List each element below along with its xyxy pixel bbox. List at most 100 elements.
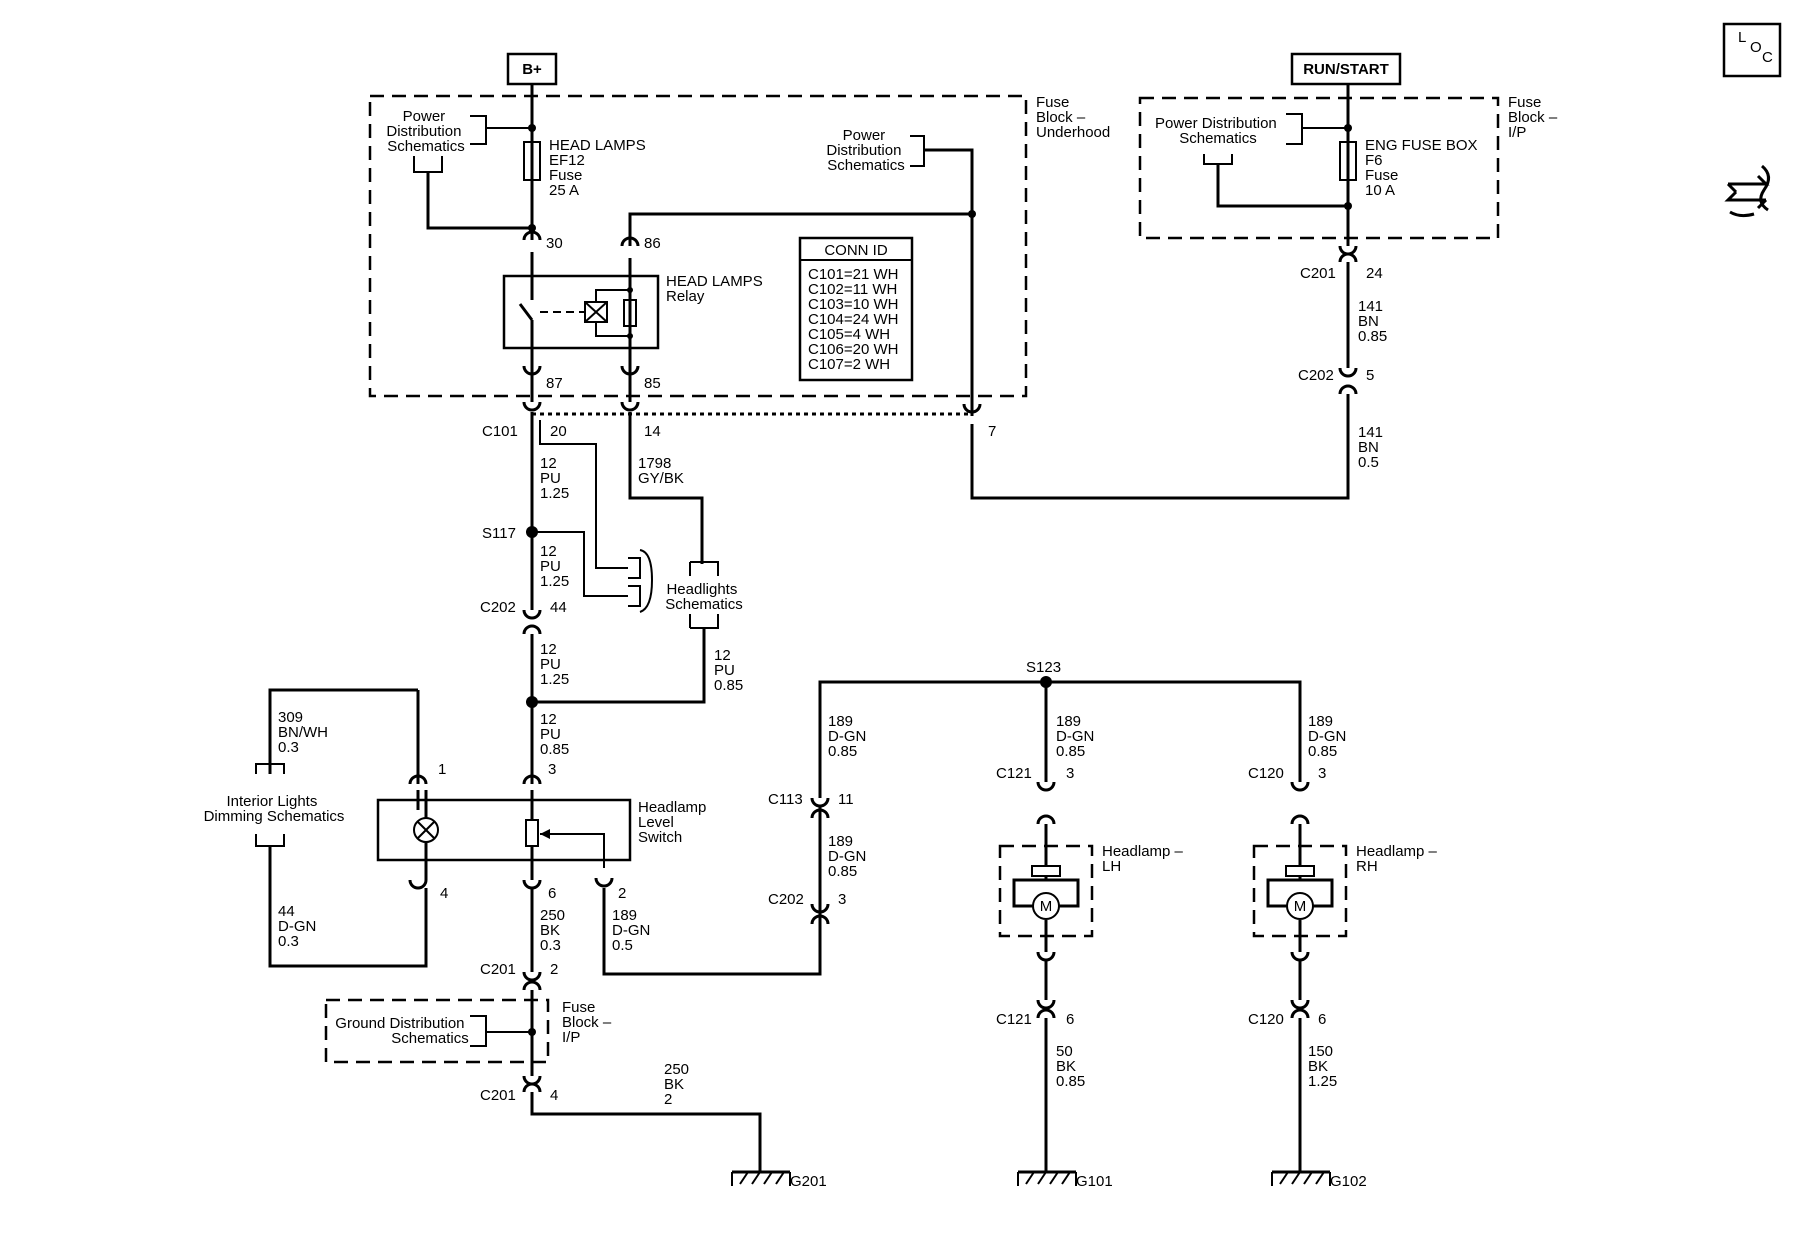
svg-text:C201: C201: [480, 1087, 516, 1104]
headlamp-lh: M Headlamp – LH: [998, 824, 1187, 938]
fuse-block-ip-bottom-outline: [324, 998, 550, 1064]
svg-text:6: 6: [1066, 1011, 1074, 1028]
navigation-arrows-icon[interactable]: [1724, 164, 1770, 218]
wire-141-b-label: 141 BN 0.5: [1358, 424, 1387, 471]
c201-bot-connector: C201 4: [480, 1075, 558, 1104]
svg-text:4: 4: [440, 885, 448, 902]
svg-text:C202: C202: [1298, 367, 1334, 384]
svg-text:86: 86: [644, 235, 661, 252]
svg-text:B+: B+: [522, 61, 542, 78]
g101-ground-icon: G101: [1017, 1170, 1113, 1190]
svg-text:14: 14: [644, 423, 661, 440]
svg-text:HEAD LAMPS Relay: HEAD LAMPS Relay: [666, 273, 767, 305]
svg-text:3: 3: [1318, 765, 1326, 782]
s117-splice-label: S117: [482, 525, 516, 542]
svg-text:87: 87: [546, 375, 563, 392]
c113-connector: C113 11: [768, 791, 854, 819]
svg-text:2: 2: [550, 961, 558, 978]
svg-text:C: C: [1762, 49, 1773, 66]
loc-icon[interactable]: L O C: [1722, 22, 1782, 78]
interior-dimming-ref: Interior Lights Dimming Schematics: [204, 688, 428, 968]
svg-text:C201: C201: [1300, 265, 1336, 282]
c202-top-connector: C202 5: [1298, 367, 1374, 395]
wire-141-a-label: 141 BN 0.85: [1358, 298, 1387, 345]
fuse-block-ip-top-label: Fuse Block – I/P: [1508, 94, 1561, 141]
bplus-supply: B+: [506, 52, 558, 86]
wire-189-e-label: 189 D-GN 0.85: [1308, 713, 1351, 760]
svg-text:20: 20: [550, 423, 567, 440]
ef12-fuse-symbol: [523, 141, 541, 181]
svg-text:C120: C120: [1248, 765, 1284, 782]
svg-text:C202: C202: [768, 891, 804, 908]
svg-text:Headlights Schematics: Headlights Schematics: [665, 581, 743, 613]
svg-text:7: 7: [988, 423, 996, 440]
power-distribution-ref-1: Power Distribution Schematics: [386, 108, 532, 230]
svg-text:M: M: [1294, 898, 1307, 915]
svg-text:L: L: [1738, 29, 1746, 46]
wire-150-label: 150 BK 1.25: [1308, 1043, 1337, 1090]
wire-250-b-label: 250 BK 2: [664, 1061, 693, 1108]
svg-text:11: 11: [838, 791, 854, 808]
svg-text:Interior Lights Dimming: Interior Lights Dimming Schematics: [204, 793, 345, 825]
svg-text:CONN ID: CONN ID: [824, 242, 888, 259]
wire-189-d-label: 189 D-GN 0.85: [1056, 713, 1099, 760]
fuse-block-underhood-outline: [368, 94, 1028, 398]
svg-text:G101: G101: [1076, 1173, 1113, 1190]
wire-189-b-label: 189 D-GN 0.85: [828, 713, 871, 760]
fuse-block-ip-bottom-label: Fuse Block – I/P: [562, 999, 615, 1046]
f6-fuse-symbol: [1339, 141, 1357, 181]
c201-top-connector: C201 24: [1300, 245, 1383, 282]
svg-text:Headlamp Level Swi: Headlamp Level Switch: [638, 799, 711, 846]
svg-text:24: 24: [1366, 265, 1383, 282]
g102-ground-icon: G102: [1271, 1170, 1367, 1190]
fuse-block-ip-top-outline: [1138, 96, 1500, 240]
head-lamps-relay: 30 86 87 85 HEAD LAMPS Relay: [502, 230, 767, 392]
svg-text:5: 5: [1366, 367, 1374, 384]
headlamp-rh: M Headlamp – RH: [1252, 824, 1441, 938]
svg-text:M: M: [1040, 898, 1053, 915]
motor-icon: [1032, 892, 1060, 920]
svg-text:O: O: [1750, 39, 1762, 56]
svg-text:C201: C201: [480, 961, 516, 978]
svg-text:44: 44: [550, 599, 567, 616]
svg-text:C101: C101: [482, 423, 518, 440]
svg-text:C121: C121: [996, 1011, 1032, 1028]
headlamp-level-switch: Headlamp Level Switch 1 3 4 6 2: [376, 690, 711, 902]
power-distribution-ref-3: Power Distribution Schematics: [1155, 113, 1348, 208]
svg-text:Headlamp – LH: Headlamp – LH: [1102, 843, 1187, 875]
wire-12-d-label: 12 PU 0.85: [540, 711, 569, 758]
svg-text:30: 30: [546, 235, 563, 252]
svg-text:3: 3: [1066, 765, 1074, 782]
f6-fuse-label: ENG FUSE BOX F6 Fuse 10 A: [1365, 137, 1482, 199]
motor-icon: [1286, 892, 1314, 920]
svg-text:C113: C113: [768, 791, 803, 808]
s123-splice-label: S123: [1026, 659, 1061, 676]
svg-text:C101=21 WH C102=11 WH: C101=21 WH C102=11 WH C103=10 WH C104=24…: [808, 266, 903, 373]
svg-text:G102: G102: [1330, 1173, 1367, 1190]
wire-44-label: 44 D-GN 0.3: [278, 903, 321, 950]
wire-309-label: 309 BN/WH 0.3: [278, 709, 332, 756]
wire-1798-label: 1798 GY/BK: [638, 455, 684, 487]
svg-text:Headlamp – RH: Headlamp – RH: [1356, 843, 1441, 875]
svg-text:Power Distribution: Power Distribution Schematics: [826, 127, 905, 174]
svg-text:C121: C121: [996, 765, 1032, 782]
svg-text:Power Distribution: Power Distribution Schematics: [386, 108, 465, 155]
power-distribution-ref-2: Power Distribution Schematics: [826, 127, 974, 416]
runstart-supply: RUN/START: [1290, 52, 1402, 86]
wire-189-c-label: 189 D-GN 0.85: [828, 833, 871, 880]
c202-mid-connector: C202 44: [480, 599, 567, 635]
svg-text:Ground Distribution Sche: Ground Distribution Schematics: [335, 1015, 468, 1047]
svg-text:6: 6: [548, 885, 556, 902]
wire-12-a-label: 12 PU 1.25: [540, 455, 569, 502]
wire-250-a-label: 250 BK 0.3: [540, 907, 569, 954]
svg-text:Power Distribution Schem: Power Distribution Schematics: [1155, 115, 1281, 147]
svg-text:C202: C202: [480, 599, 516, 616]
c121-bot-connector: C121 6: [996, 999, 1074, 1028]
c120-bot-connector: C120 6: [1248, 999, 1326, 1028]
g201-ground-icon: G201: [731, 1170, 827, 1190]
ground-distribution-ref: Ground Distribution Schematics: [335, 1015, 536, 1047]
svg-text:C120: C120: [1248, 1011, 1284, 1028]
wire-12-b-label: 12 PU 1.25: [540, 543, 569, 590]
svg-text:2: 2: [618, 885, 626, 902]
